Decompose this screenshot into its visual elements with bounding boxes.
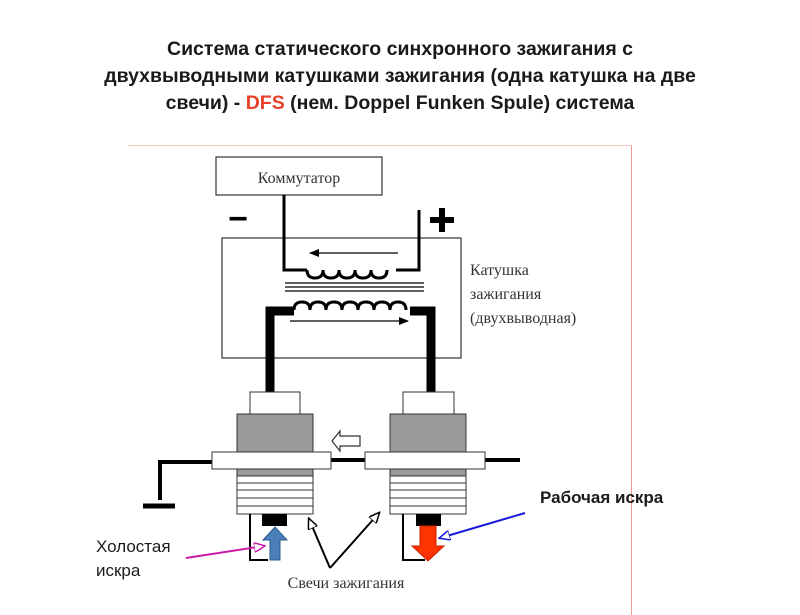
primary-wire-left <box>282 195 307 272</box>
primary-winding <box>305 269 389 280</box>
pointer-to-left-plug <box>309 519 331 569</box>
spark-plug-right <box>364 391 486 561</box>
coil-label: Катушка зажигания (двухвыводная) <box>470 262 576 327</box>
commutator-box: Коммутатор <box>215 156 383 196</box>
idle-spark-label-line-1: Холостая <box>96 537 171 556</box>
coil-label-line-3: (двухвыводная) <box>470 310 576 327</box>
working-spark-pointer <box>440 512 526 538</box>
title-line-1: Система статического синхронного зажиган… <box>166 38 634 60</box>
idle-spark-label: Холостая искра <box>96 535 171 583</box>
minus-sign: − <box>228 200 248 238</box>
idle-spark-pointer <box>185 546 264 559</box>
coil-label-line-1: Катушка <box>470 262 529 279</box>
title-line-3: свечи) - DFS (нем. Doppel Funken Spule) … <box>0 90 800 117</box>
secondary-wire-right <box>410 306 436 395</box>
spark-plug-left <box>211 391 332 561</box>
commutator-label: Коммутатор <box>258 170 340 187</box>
slide-title: Система статического синхронного зажиган… <box>0 36 800 117</box>
coil-core <box>285 282 424 292</box>
spark-plugs-label: Свечи зажигания <box>288 575 405 592</box>
ground-wire <box>158 460 212 500</box>
ignition-diagram: Коммутатор − Катушка зажигания (двухвыво… <box>143 156 576 592</box>
hollow-arrow-left-icon <box>331 429 361 453</box>
idle-spark-label-line-2: искра <box>96 561 141 580</box>
working-spark-arrow-down-icon <box>410 525 446 562</box>
working-spark-label: Рабочая искра <box>540 488 664 507</box>
title-line-3-prefix: свечи) - <box>165 92 246 114</box>
title-line-3-suffix: (нем. Doppel Funken Spule) система <box>284 92 635 114</box>
diagram-frame <box>128 145 632 615</box>
secondary-winding <box>292 300 408 311</box>
title-accent-dfs: DFS <box>245 92 285 114</box>
coil-housing <box>221 237 462 359</box>
secondary-wire-left <box>265 306 294 395</box>
coil-label-line-2: зажигания <box>470 286 542 303</box>
title-line-2: двухвыводными катушками зажигания (одна … <box>104 65 696 87</box>
idle-spark-arrow-up-icon <box>261 526 289 561</box>
plus-sign-icon <box>430 208 454 232</box>
pointer-to-right-plug <box>329 513 379 569</box>
primary-wire-right <box>396 210 421 272</box>
